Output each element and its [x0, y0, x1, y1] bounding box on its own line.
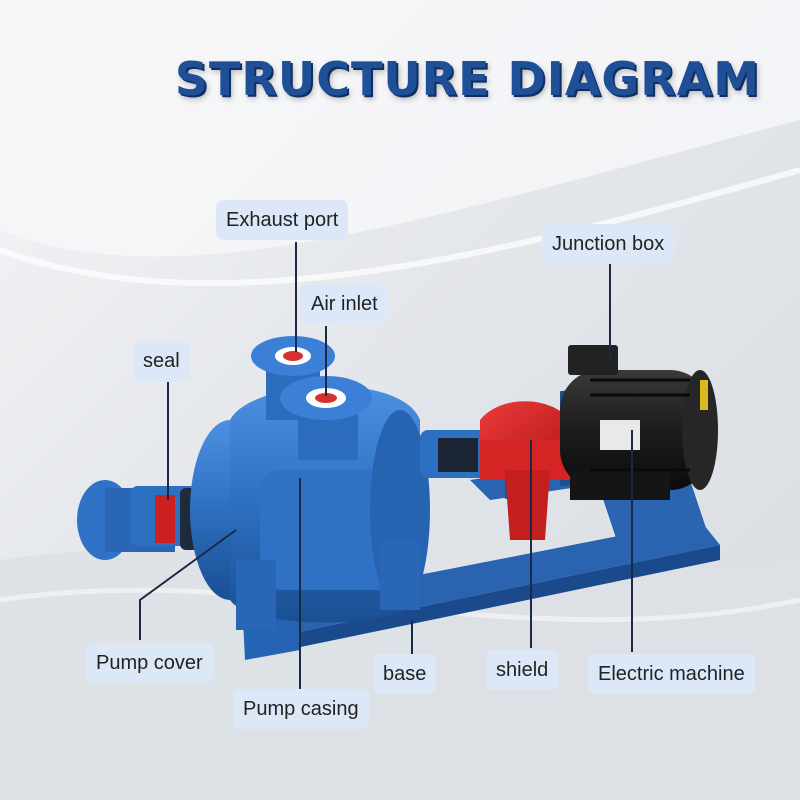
label-exhaust-port: Exhaust port: [216, 200, 349, 240]
label-base: base: [373, 654, 437, 694]
flanges: [251, 336, 372, 460]
label-pump-cover: Pump cover: [86, 643, 213, 683]
label-shield: shield: [486, 650, 559, 690]
page-title: STRUCTURE DIAGRAM: [174, 52, 760, 106]
label-junction-box: Junction box: [542, 224, 675, 264]
shield-shape: [480, 401, 570, 540]
label-seal: seal: [133, 341, 190, 381]
label-electric-machine: Electric machine: [588, 654, 755, 694]
coupling: [420, 430, 490, 478]
label-pump-casing: Pump casing: [233, 689, 369, 729]
pump-casing-shape: [230, 386, 430, 630]
label-air-inlet: Air inlet: [301, 284, 388, 324]
electric-machine-shape: [560, 345, 718, 500]
